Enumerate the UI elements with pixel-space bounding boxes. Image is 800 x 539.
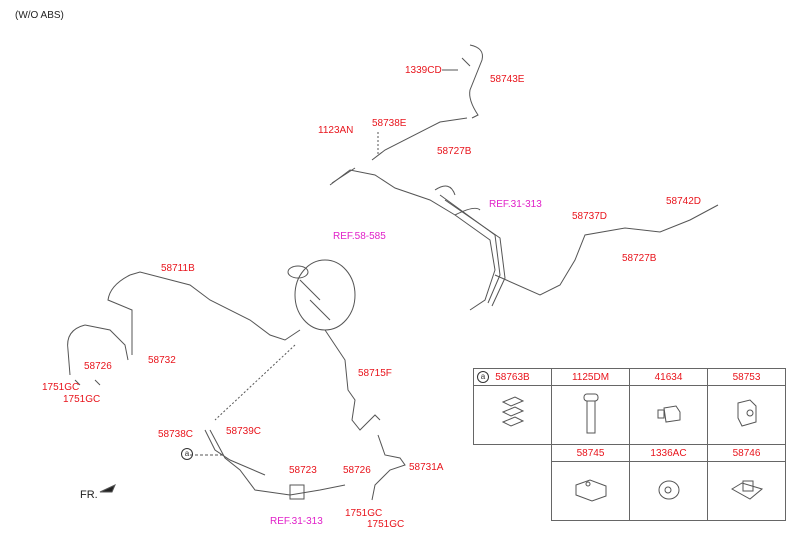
clip-image — [629, 385, 708, 445]
part-label-58711B[interactable]: 58711B — [161, 263, 195, 274]
part-label-1751GC[interactable]: 1751GC — [345, 508, 383, 519]
empty-cell — [474, 445, 552, 462]
clip-image — [551, 461, 630, 521]
part-label-58743E[interactable]: 58743E — [490, 74, 525, 85]
parts-table-header[interactable]: 58745 — [551, 444, 630, 462]
part-label-1751GC[interactable]: 1751GC — [367, 519, 405, 530]
front-direction-label: FR. — [80, 489, 98, 501]
bolt-image — [551, 385, 630, 445]
callout-a-marker: a — [181, 448, 193, 460]
part-label-1751GC[interactable]: 1751GC — [42, 382, 80, 393]
part-label-58727B[interactable]: 58727B — [437, 146, 472, 157]
diagram-title: (W/O ABS) — [15, 10, 64, 21]
part-label-58742D[interactable]: 58742D — [666, 196, 702, 207]
clip-image — [707, 385, 786, 445]
parts-table-header[interactable]: 41634 — [629, 368, 708, 386]
part-label-58737D[interactable]: 58737D — [572, 211, 608, 222]
part-number: 58763B — [495, 371, 530, 383]
clip-image — [473, 385, 552, 445]
parts-table-header[interactable]: 1125DM — [551, 368, 630, 386]
part-label-1339CD[interactable]: 1339CD — [405, 65, 442, 76]
reference-link-31-313[interactable]: REF.31-313 — [489, 199, 542, 210]
callout-a-marker: a — [477, 371, 489, 383]
part-label-58726[interactable]: 58726 — [343, 465, 371, 476]
part-label-1751GC[interactable]: 1751GC — [63, 394, 101, 405]
part-label-58715F[interactable]: 58715F — [358, 368, 392, 379]
part-label-58732[interactable]: 58732 — [148, 355, 176, 366]
empty-cell — [474, 462, 552, 521]
parts-table-header[interactable]: 1336AC — [629, 444, 708, 462]
parts-table-header[interactable]: 58746 — [707, 444, 786, 462]
part-label-58739C[interactable]: 58739C — [226, 426, 262, 437]
part-label-1123AN[interactable]: 1123AN — [318, 125, 354, 136]
part-label-58727B[interactable]: 58727B — [622, 253, 657, 264]
reference-link-58-585[interactable]: REF.58-585 — [333, 231, 386, 242]
part-label-58726[interactable]: 58726 — [84, 361, 112, 372]
grommet-image — [629, 461, 708, 521]
part-label-58738C[interactable]: 58738C — [158, 429, 194, 440]
parts-table-header[interactable]: a 58763B — [473, 368, 552, 386]
part-label-58723[interactable]: 58723 — [289, 465, 317, 476]
part-label-58731A[interactable]: 58731A — [409, 462, 444, 473]
part-label-58738E[interactable]: 58738E — [372, 118, 407, 129]
reference-link-31-313[interactable]: REF.31-313 — [270, 516, 323, 527]
clip-image — [707, 461, 786, 521]
parts-table-header[interactable]: 58753 — [707, 368, 786, 386]
